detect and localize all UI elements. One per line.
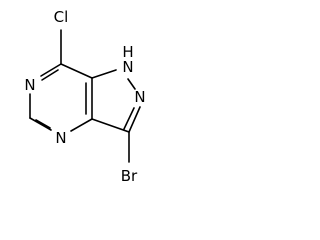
bond-c5-n4-inner [35, 119, 51, 129]
atom-label-n-right: N [134, 88, 145, 106]
atom-label-n-top-left: N [24, 76, 35, 94]
bond-c3-c3a [91, 118, 130, 133]
atom-label-br: Br [121, 167, 138, 185]
bond-n4-c3a [70, 118, 93, 132]
bond-c7-n6 [40, 63, 62, 77]
atom-label-cl: Cl [54, 8, 69, 26]
bond-c7a-n1 [91, 69, 117, 79]
bond-n2-c3 [128, 106, 141, 133]
atom-label-n-bottom-left: N [55, 129, 66, 147]
bond-n2-c3-inner [123, 107, 135, 130]
molecule-structure-diagram: Cl N N N H N Br [24, 8, 145, 185]
atom-label-n-h: N [122, 58, 133, 76]
bond-c7-n6-inner [41, 69, 59, 81]
bond-n1-n2 [127, 78, 136, 90]
bond-c7a-c7 [60, 63, 93, 79]
bonds [29, 29, 141, 163]
atom-labels: Cl N N N H N Br [24, 8, 145, 185]
atom-label-h: H [122, 43, 133, 61]
bond-c5-n4 [29, 117, 52, 131]
